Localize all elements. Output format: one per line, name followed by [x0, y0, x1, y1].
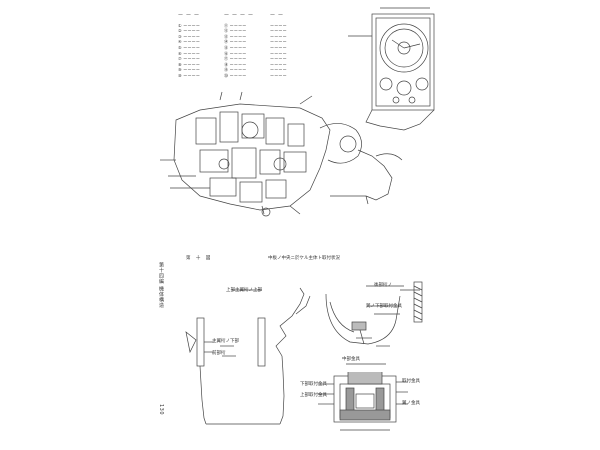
- engine-assembly-drawing: [160, 91, 403, 217]
- figure-title: 中板ノ中央ニ於ケル主体ト取付状況: [268, 256, 340, 261]
- running-head: 第十四編 機体構造: [158, 262, 164, 309]
- callout-3: 前部桁: [212, 351, 226, 356]
- callout-7: 下部取付金具: [300, 382, 327, 387]
- callout-2: 主翼桁ノ下部: [212, 339, 239, 344]
- callout-1: 上部主翼桁ノ上部: [226, 288, 262, 293]
- dial-assembly-drawing: [348, 7, 435, 131]
- linkage-diagram: [185, 287, 311, 425]
- bracket-detail-drawing: [325, 281, 423, 347]
- callout-9: 取付金具: [402, 379, 420, 384]
- cross-section-drawing: [318, 363, 408, 431]
- callout-6: 中部金具: [342, 357, 360, 362]
- callout-10: 翼ノ金具: [402, 401, 420, 406]
- figure-heading: 第 十 図: [186, 256, 213, 261]
- parts-list-middle: ーーーー ⑪ ーーーー ⑫ ーーーー ⑬ ーーーー ⑭ ーーーー ⑮ ーーーー …: [224, 13, 257, 78]
- callout-8: 上部取付金具: [300, 393, 327, 398]
- callout-4: 後部桁ノ: [374, 283, 392, 288]
- parts-list-right: ーー ーーーー ーーーー ーーーー ーーーー ーーーー ーーーー ーーーー ーー…: [270, 13, 287, 78]
- callout-5: 翼ノ下部取付金具: [366, 304, 402, 309]
- page-number: 130: [158, 404, 164, 416]
- parts-list-left: ーーー ① ーーーー ② ーーーー ③ ーーーー ④ ーーーー ⑤ ーーーー ⑥…: [178, 13, 203, 78]
